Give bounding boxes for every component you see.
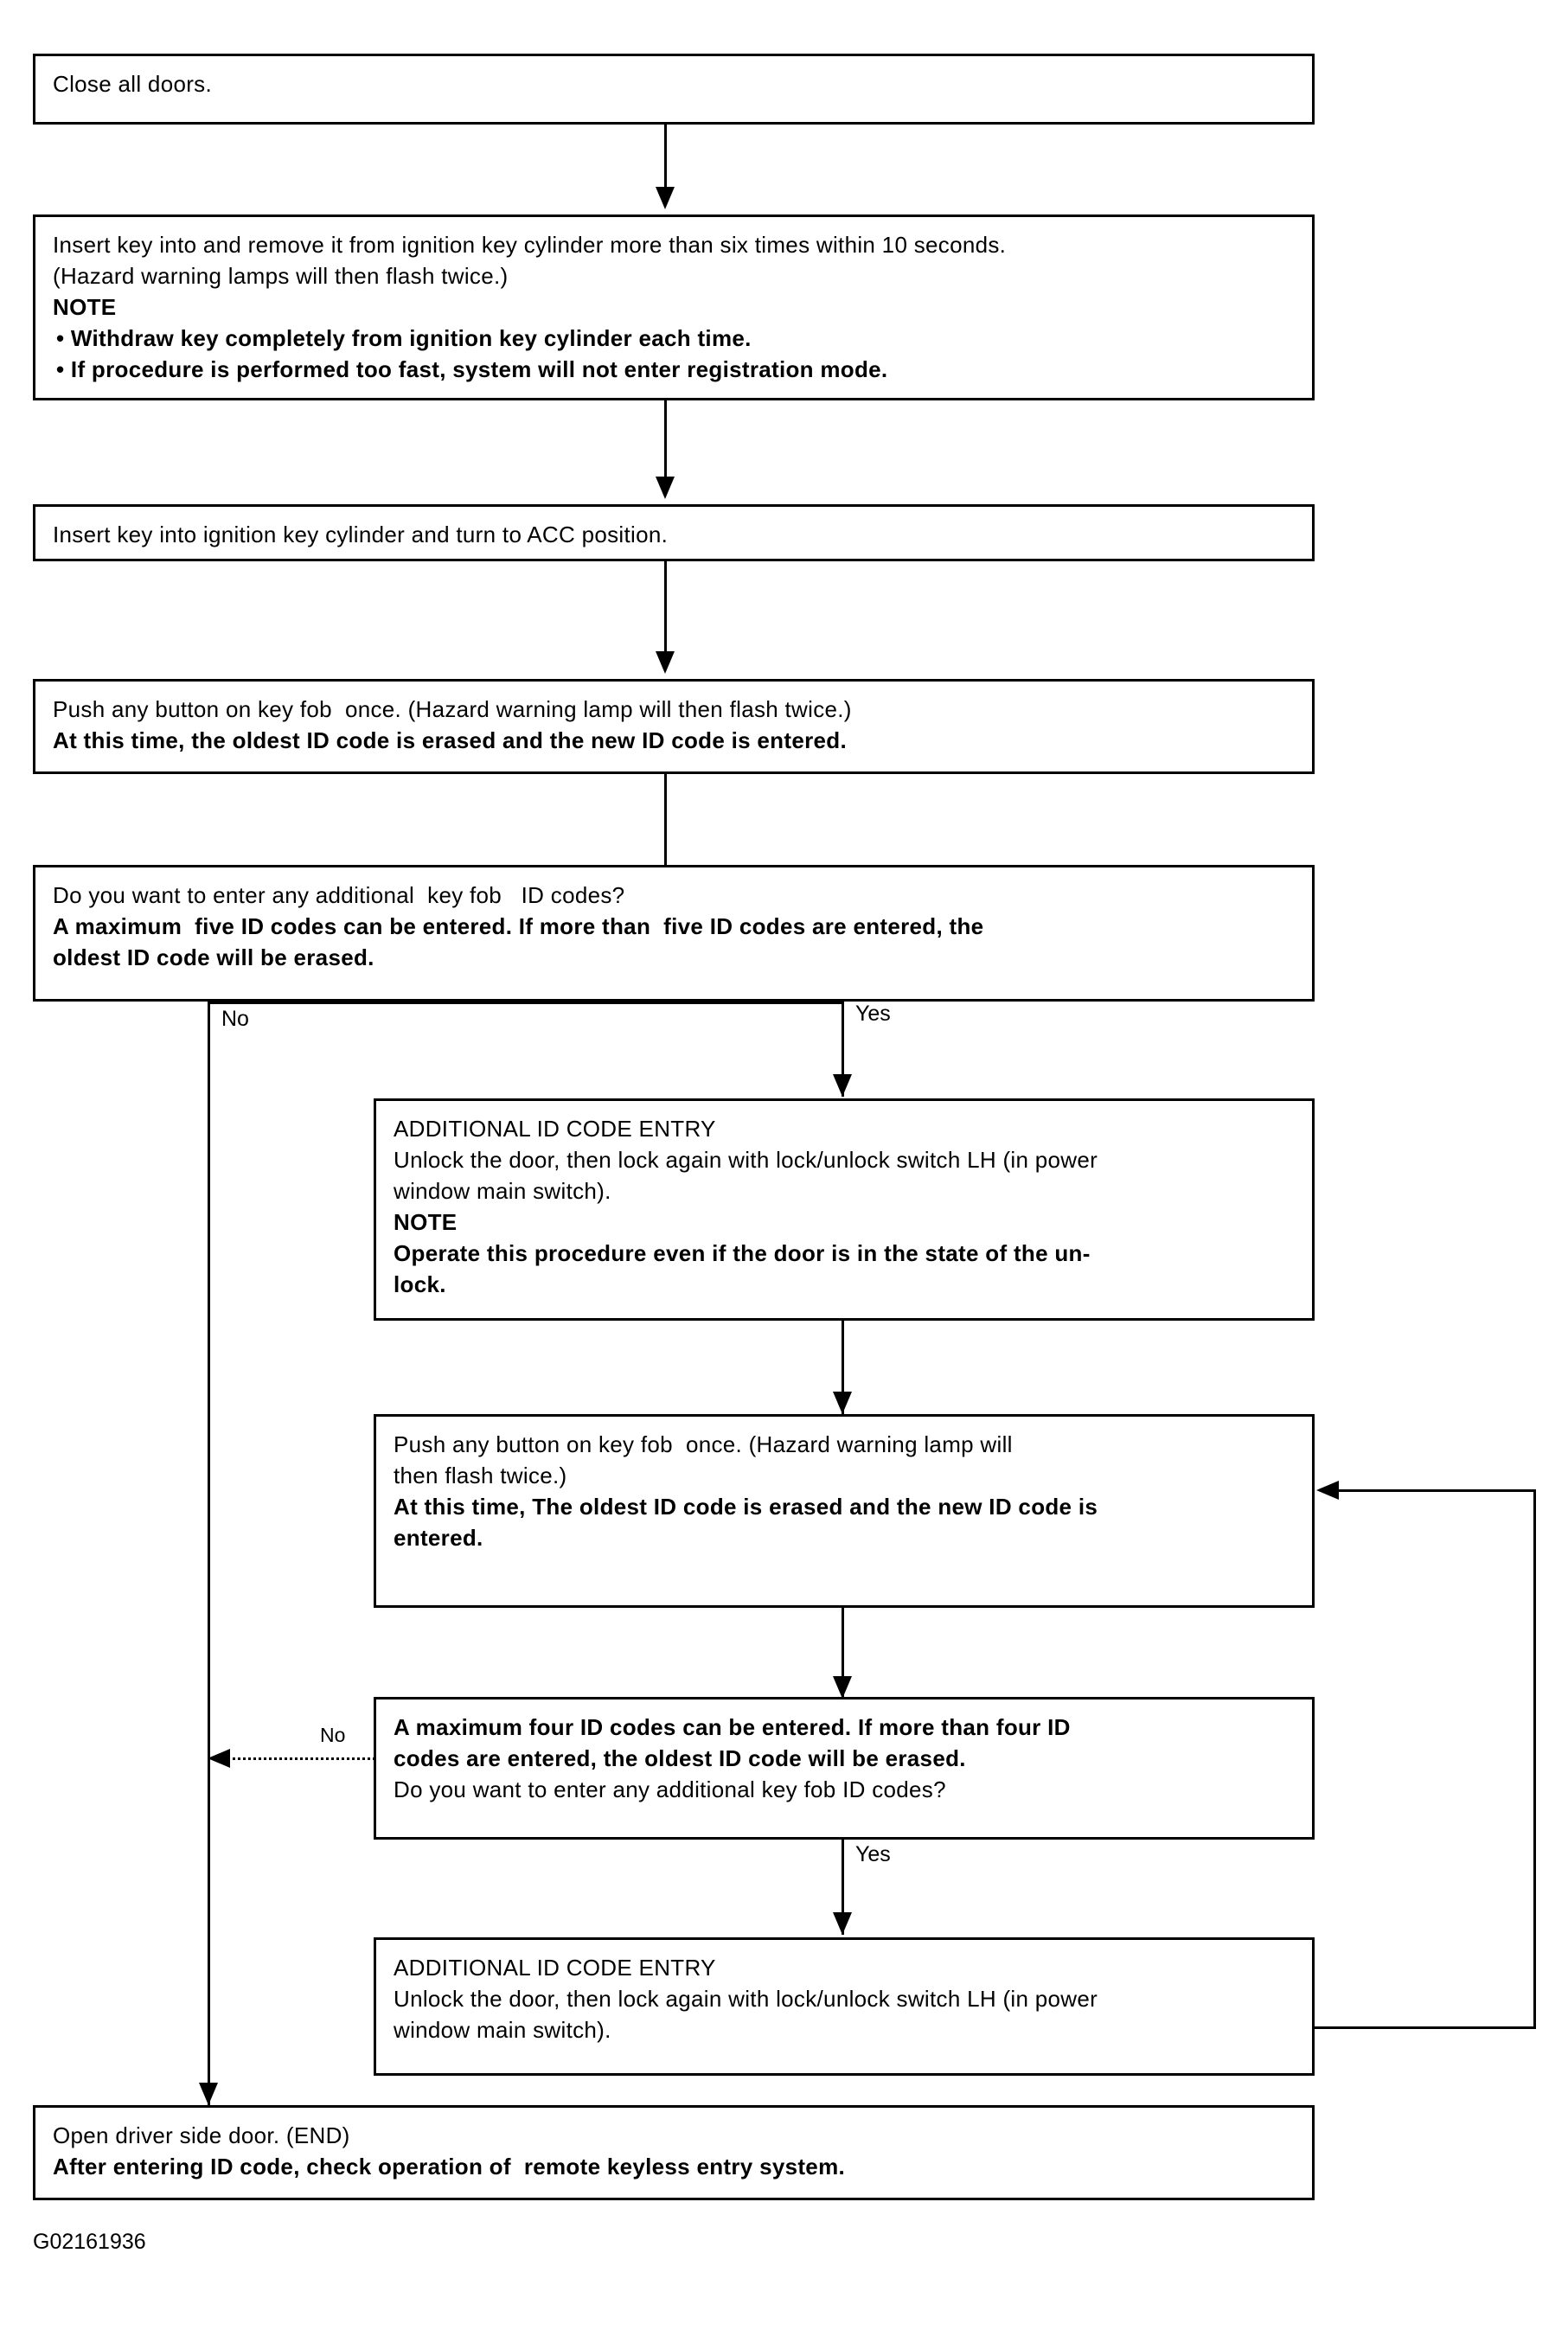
- edge-label-five-no: No: [221, 1007, 249, 1031]
- connector-acc-to-push-button: [664, 561, 667, 656]
- node-line: Close all doors.: [53, 71, 212, 97]
- node-question-line: Do you want to enter any additional key …: [53, 882, 625, 908]
- node-heading: ADDITIONAL ID CODE ENTRY: [394, 1116, 716, 1142]
- node-line: Unlock the door, then lock again with lo…: [394, 1147, 1098, 1173]
- node-line: Open driver side door. (END): [53, 2122, 350, 2148]
- feedback-loop-bottom-segment: [1315, 2026, 1536, 2029]
- node-insert-remove-key: Insert key into and remove it from ignit…: [33, 214, 1315, 400]
- node-line: Insert key into ignition key cylinder an…: [53, 522, 669, 547]
- node-line: A maximum five ID codes can be entered. …: [53, 913, 984, 939]
- node-decision-four-id-codes: A maximum four ID codes can be entered. …: [374, 1697, 1315, 1840]
- connector-insert-remove-to-acc: [664, 400, 667, 482]
- node-line: oldest ID code will be erased.: [53, 944, 374, 970]
- node-note-bullet: • If procedure is performed too fast, sy…: [56, 356, 888, 382]
- feedback-loop-right-segment: [1533, 1489, 1536, 2029]
- node-line: At this time, the oldest ID code is eras…: [53, 727, 847, 753]
- edge-label-four-no: No: [320, 1724, 346, 1746]
- connector-additional-entry-1-to-push-button-second: [842, 1321, 844, 1414]
- arrow-head-down: [199, 2083, 218, 2105]
- node-push-button-second: Push any button on key fob once. (Hazard…: [374, 1414, 1315, 1608]
- node-decision-five-id-codes: Do you want to enter any additional key …: [33, 865, 1315, 1002]
- node-line: codes are entered, the oldest ID code wi…: [394, 1745, 966, 1771]
- node-question-line: Do you want to enter any additional key …: [394, 1776, 946, 1802]
- arrow-head-down: [656, 651, 675, 674]
- connector-push-button-second-to-decision-four: [842, 1608, 844, 1699]
- figure-caption-id: G02161936: [33, 2230, 146, 2254]
- node-note-heading: NOTE: [394, 1209, 458, 1235]
- node-turn-to-acc: Insert key into ignition key cylinder an…: [33, 504, 1315, 561]
- node-line: lock.: [394, 1271, 446, 1297]
- arrow-head-down: [833, 1074, 852, 1097]
- connector-close-doors-to-insert-remove: [664, 125, 667, 192]
- edge-label-five-yes: Yes: [855, 1002, 891, 1026]
- connector-no-branch-to-end: [208, 1002, 210, 2105]
- arrow-head-down: [833, 1392, 852, 1414]
- node-heading: ADDITIONAL ID CODE ENTRY: [394, 1955, 716, 1981]
- node-line: A maximum four ID codes can be entered. …: [394, 1714, 1071, 1740]
- node-line: Unlock the door, then lock again with lo…: [394, 1986, 1098, 2012]
- node-line: then flash twice.): [394, 1463, 567, 1488]
- node-close-doors: Close all doors.: [33, 54, 1315, 125]
- arrow-head-down: [833, 1676, 852, 1699]
- arrow-head-left: [208, 1749, 230, 1768]
- node-line: Insert key into and remove it from ignit…: [53, 232, 1007, 258]
- connector-yes-branch-to-additional-entry-1: [842, 1002, 844, 1097]
- node-additional-id-code-entry-1: ADDITIONAL ID CODE ENTRY Unlock the door…: [374, 1098, 1315, 1321]
- edge-label-four-yes: Yes: [855, 1842, 891, 1866]
- node-note-heading: NOTE: [53, 294, 117, 320]
- node-line: After entering ID code, check operation …: [53, 2154, 846, 2180]
- arrow-head-down: [833, 1912, 852, 1935]
- node-additional-id-code-entry-2: ADDITIONAL ID CODE ENTRY Unlock the door…: [374, 1937, 1315, 2076]
- connector-push-button-to-decision-five: [664, 774, 667, 871]
- node-line: (Hazard warning lamps will then flash tw…: [53, 263, 509, 289]
- node-line: Push any button on key fob once. (Hazard…: [53, 696, 852, 722]
- arrow-head-down: [656, 477, 675, 499]
- node-line: At this time, The oldest ID code is eras…: [394, 1494, 1098, 1520]
- branch-bar-decision-five: [208, 1002, 844, 1004]
- node-line: window main switch).: [394, 1178, 611, 1204]
- node-line: window main switch).: [394, 2017, 611, 2043]
- node-push-button-first: Push any button on key fob once. (Hazard…: [33, 679, 1315, 774]
- connector-four-no-dotted: [223, 1757, 375, 1760]
- arrow-head-left: [1316, 1481, 1339, 1500]
- arrow-head-down: [656, 187, 675, 209]
- node-note-bullet: • Withdraw key completely from ignition …: [56, 325, 752, 351]
- node-line: entered.: [394, 1525, 483, 1551]
- node-line: Push any button on key fob once. (Hazard…: [394, 1431, 1013, 1457]
- node-open-driver-door-end: Open driver side door. (END) After enter…: [33, 2105, 1315, 2200]
- feedback-loop-top-segment: [1339, 1489, 1536, 1492]
- connector-four-yes-to-additional-entry-2: [842, 1840, 844, 1935]
- node-line: Operate this procedure even if the door …: [394, 1240, 1091, 1266]
